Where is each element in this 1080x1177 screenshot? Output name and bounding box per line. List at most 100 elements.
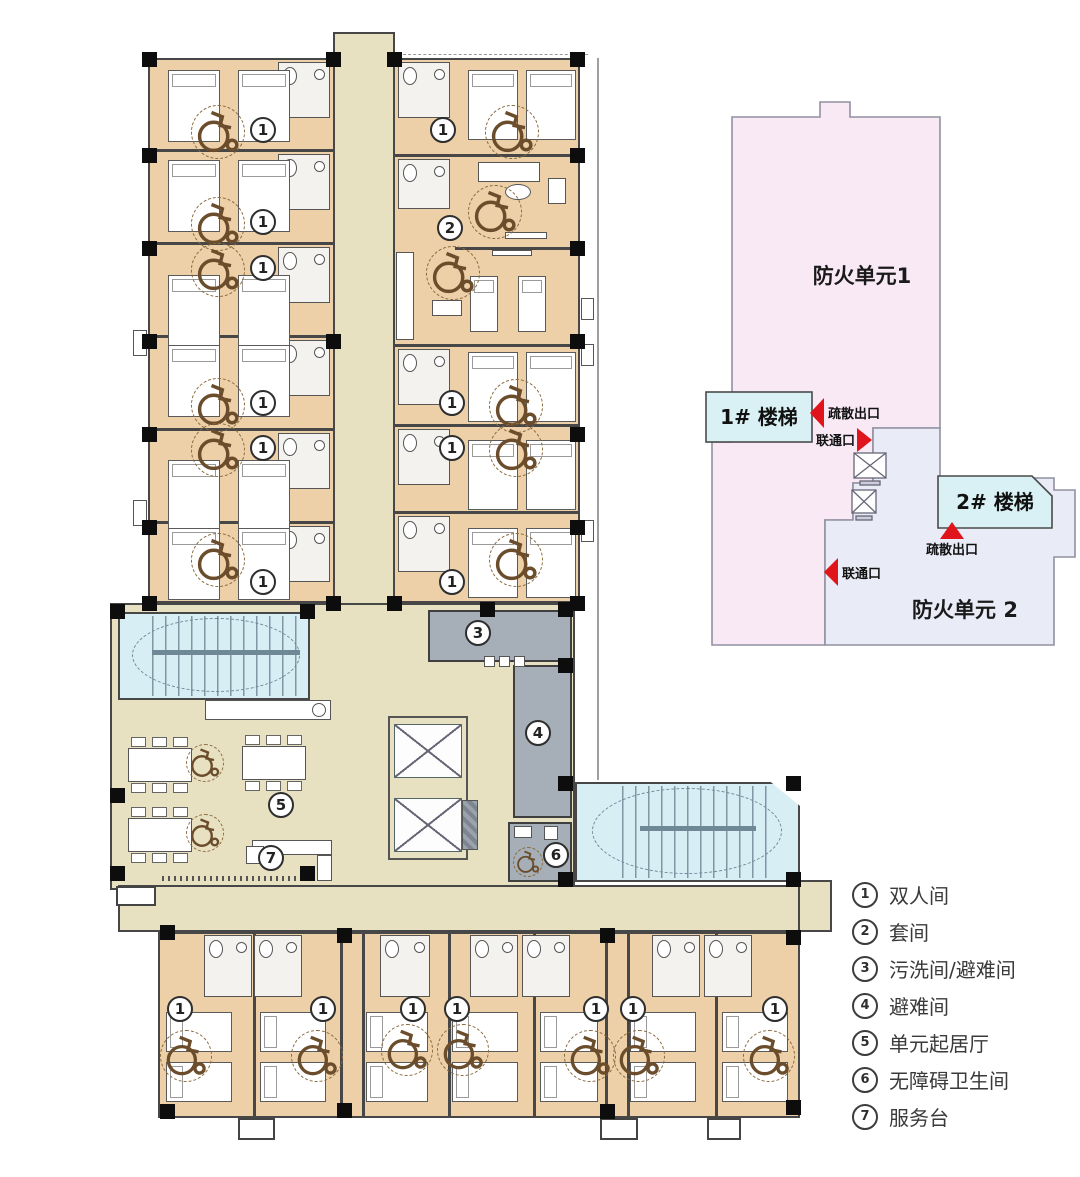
structural-column — [337, 928, 352, 943]
chair — [173, 783, 188, 793]
wall — [395, 424, 578, 427]
bed — [238, 460, 290, 532]
legend: 1 双人间 2 套间 3 污洗间/避难间 4 避难间 5 单元起居厅 6 无障碍… — [852, 876, 1077, 1135]
room-marker-1: 1 — [250, 390, 276, 416]
fire-compartment-diagram: 防火单元1 防火单元 2 1# 楼梯 2# 楼梯 疏散出口 联通口 疏散出口 联… — [705, 101, 1076, 646]
wheelchair-icon — [743, 1030, 795, 1082]
structural-column — [570, 596, 585, 611]
legend-item-unit-living-hall: 5 单元起居厅 — [852, 1024, 1077, 1061]
legend-num-3: 3 — [852, 955, 878, 982]
legend-label-4: 避难间 — [889, 995, 949, 1019]
wheelchair-icon — [564, 1030, 616, 1082]
bed — [518, 276, 546, 332]
wall — [362, 932, 365, 1118]
room-marker-1: 1 — [250, 117, 276, 143]
dining-table — [242, 746, 306, 780]
room-marker-1: 1 — [762, 996, 788, 1022]
legend-label-7: 服务台 — [889, 1106, 949, 1130]
room-marker-1: 1 — [310, 996, 336, 1022]
stair-1-label: 1# 楼梯 — [720, 405, 798, 429]
wheelchair-icon — [513, 847, 543, 877]
structural-column — [142, 52, 157, 67]
stair-2-box — [937, 475, 1053, 529]
exit-vestibule — [707, 1118, 741, 1140]
threshold-dots — [162, 876, 310, 881]
fixture — [514, 656, 525, 667]
structural-column — [326, 52, 341, 67]
room-marker-1: 1 — [444, 996, 470, 1022]
exit-vestibule — [116, 886, 156, 906]
chair — [266, 781, 281, 791]
wheelchair-icon — [489, 423, 543, 477]
wheelchair-icon — [191, 243, 245, 297]
legend-label-6: 无障碍卫生间 — [889, 1069, 1009, 1093]
legend-item-suite: 2 套间 — [852, 913, 1077, 950]
fixture — [544, 826, 558, 840]
exit-label-2: 疏散出口 — [926, 542, 978, 558]
structural-column — [110, 866, 125, 881]
structural-column — [786, 872, 801, 887]
inset-elevators — [851, 452, 887, 521]
chair — [173, 737, 188, 747]
structural-column — [570, 148, 585, 163]
room-marker-2: 2 — [437, 215, 463, 241]
structural-column — [786, 776, 801, 791]
exit-vestibule — [600, 1118, 638, 1140]
bathroom — [398, 516, 450, 572]
fixture — [478, 162, 540, 182]
legend-item-double-room: 1 双人间 — [852, 876, 1077, 913]
room-marker-1: 1 — [583, 996, 609, 1022]
wheelchair-icon — [468, 185, 522, 239]
room-marker-1: 1 — [430, 117, 456, 143]
stair-right-guide-oval — [592, 788, 782, 874]
structural-column — [110, 604, 125, 619]
wall — [395, 511, 578, 514]
wall — [715, 932, 718, 1118]
wall — [455, 247, 578, 250]
structural-column — [326, 596, 341, 611]
legend-label-1: 双人间 — [889, 884, 949, 908]
bathroom — [470, 935, 518, 997]
legend-item-accessible-toilet: 6 无障碍卫生间 — [852, 1061, 1077, 1098]
exit-arrow-up-icon — [940, 522, 964, 539]
legend-num-4: 4 — [852, 992, 878, 1019]
wheelchair-icon — [191, 197, 245, 251]
wheelchair-icon — [186, 814, 224, 852]
fixture — [499, 656, 510, 667]
bathroom — [380, 935, 430, 997]
stair-left-guide-oval — [132, 618, 300, 692]
room-marker-5: 5 — [268, 792, 294, 818]
fire-unit-2-label: 防火单元 2 — [912, 598, 1018, 622]
chair — [173, 853, 188, 863]
dining-table — [128, 818, 192, 852]
fixture — [514, 826, 532, 838]
elevator-shaft — [394, 798, 462, 852]
structural-column — [558, 872, 573, 887]
bathroom — [522, 935, 570, 997]
legend-num-6: 6 — [852, 1066, 878, 1093]
room-marker-1: 1 — [250, 569, 276, 595]
room-marker-1: 1 — [400, 996, 426, 1022]
legend-num-2: 2 — [852, 918, 878, 945]
bed — [452, 1062, 518, 1102]
structural-column — [326, 334, 341, 349]
wheelchair-icon — [381, 1024, 433, 1076]
chair — [131, 783, 146, 793]
room-marker-1: 1 — [439, 569, 465, 595]
elevator-shaft — [394, 724, 462, 778]
legend-item-refuge-room: 4 避难间 — [852, 987, 1077, 1024]
room-marker-1: 1 — [439, 390, 465, 416]
structural-column — [142, 241, 157, 256]
wall — [395, 154, 578, 157]
chair — [131, 737, 146, 747]
fire-unit-1-label: 防火单元1 — [813, 264, 912, 288]
wheelchair-icon — [437, 1024, 489, 1076]
exit-vestibule — [238, 1118, 275, 1140]
structural-column — [142, 520, 157, 535]
room-marker-6: 6 — [543, 842, 569, 868]
wall — [253, 932, 256, 1118]
legend-item-soiled-refuge-room: 3 污洗间/避难间 — [852, 950, 1077, 987]
corridor-shaft — [333, 32, 395, 605]
fixture — [317, 855, 332, 881]
exit-label-1: 疏散出口 — [828, 406, 880, 422]
